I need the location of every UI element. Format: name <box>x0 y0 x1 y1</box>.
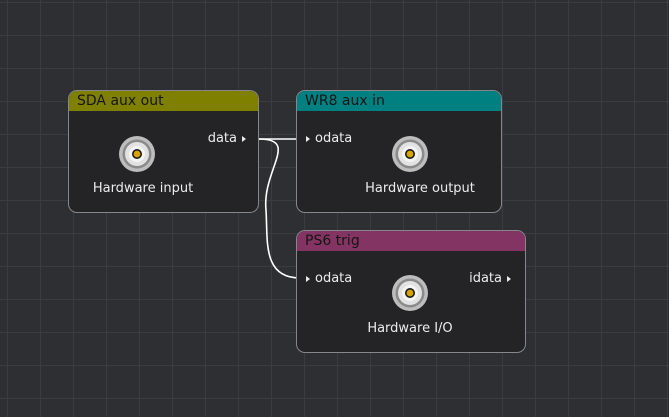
port-arrow-icon <box>306 135 310 142</box>
device-label: Hardware I/O <box>367 321 453 336</box>
device-label: Hardware input <box>92 181 194 196</box>
node-sda-aux-out[interactable]: SDA aux out data Hardware input <box>68 90 259 213</box>
port-label: odata <box>315 131 353 146</box>
node-ps6-trig[interactable]: PS6 trig odata idata Hardware I/O <box>296 230 526 353</box>
port-arrow-icon <box>507 275 511 282</box>
port-arrow-icon <box>242 135 246 142</box>
port-label: odata <box>315 271 353 286</box>
output-port-idata[interactable]: idata <box>469 271 511 286</box>
node-header[interactable]: SDA aux out <box>69 91 258 111</box>
port-label: idata <box>469 271 502 286</box>
bnc-connector-icon <box>392 136 428 172</box>
node-header[interactable]: WR8 aux in <box>297 91 501 111</box>
device-label: Hardware output <box>365 181 475 196</box>
port-arrow-icon <box>306 275 310 282</box>
bnc-connector-icon <box>392 275 428 311</box>
node-wr8-aux-in[interactable]: WR8 aux in odata Hardware output <box>296 90 502 213</box>
port-label: data <box>207 131 237 146</box>
input-port-odata[interactable]: odata <box>306 131 352 146</box>
wire-sda-to-ps6[interactable] <box>258 138 301 279</box>
output-port-data[interactable]: data <box>208 131 246 146</box>
input-port-odata[interactable]: odata <box>306 271 352 286</box>
bnc-connector-icon <box>119 136 155 172</box>
node-header[interactable]: PS6 trig <box>297 231 525 251</box>
